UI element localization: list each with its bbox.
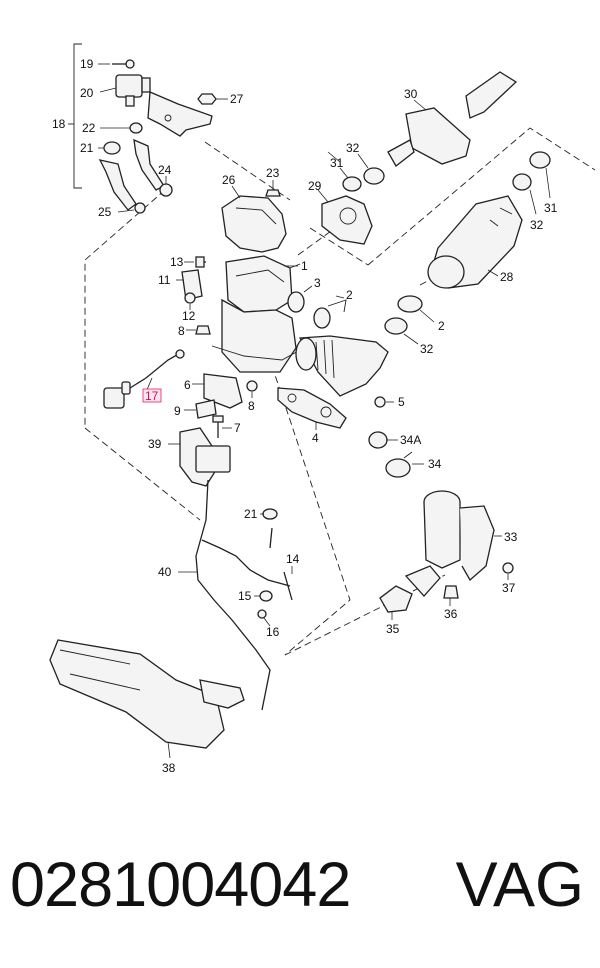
flex-pipe — [295, 335, 389, 397]
gasket-3 — [287, 285, 313, 313]
callout-31-left: 31 — [330, 156, 344, 170]
callout-38: 38 — [162, 761, 176, 775]
gasket-32-left — [357, 153, 385, 185]
brand-name: VAG — [455, 850, 584, 920]
part-number: 0281004042 — [10, 850, 351, 920]
callout-5: 5 — [398, 395, 405, 409]
bolt-5 — [374, 396, 394, 408]
callout-11: 11 — [158, 273, 171, 287]
callout-25: 25 — [98, 205, 112, 219]
callout-12: 12 — [182, 309, 196, 323]
bolt-13 — [184, 256, 206, 268]
pipe-40 — [178, 479, 291, 711]
callout-17: 17 — [145, 389, 159, 403]
callout-labels: 19 20 27 18 22 21 24 23 26 25 30 32 31 2… — [52, 57, 558, 775]
callout-20: 20 — [80, 86, 94, 100]
callout-28: 28 — [500, 270, 514, 284]
callout-37: 37 — [502, 581, 516, 595]
bolt-8-lower — [246, 380, 258, 398]
clamp-31-right — [529, 151, 551, 199]
bracket-39 — [168, 427, 231, 487]
pipe-33 — [423, 490, 502, 582]
callout-18: 18 — [52, 117, 66, 131]
bracket-18 — [68, 43, 82, 189]
gasket-32-right — [512, 173, 537, 215]
clamp-31-left — [339, 167, 362, 192]
clamp-2-upper — [313, 295, 347, 329]
callout-40: 40 — [158, 565, 172, 579]
callout-9: 9 — [174, 404, 181, 418]
bolt-19 — [98, 59, 135, 69]
nut-27 — [197, 93, 228, 105]
callout-35: 35 — [386, 622, 400, 636]
clamp-34 — [385, 451, 424, 478]
callout-16: 16 — [266, 625, 280, 639]
bolt-7 — [212, 415, 232, 438]
callout-8-lower: 8 — [248, 399, 255, 413]
callout-34: 34 — [428, 457, 442, 471]
callout-3: 3 — [314, 276, 321, 290]
gasket-34a — [368, 431, 398, 449]
callout-39: 39 — [148, 437, 162, 451]
egr-cooler-38 — [49, 639, 245, 759]
muffler-30 — [387, 71, 518, 167]
nut-16 — [257, 609, 271, 627]
callout-34a: 34A — [400, 433, 421, 447]
pipe-14 — [269, 527, 293, 601]
callout-7: 7 — [234, 421, 241, 435]
pressure-sensor-20 — [99, 74, 151, 107]
nut-8-upper — [186, 325, 211, 335]
egr-valve-29 — [317, 189, 373, 245]
nut-37 — [502, 562, 514, 580]
callout-21-upper: 21 — [80, 141, 94, 155]
callout-26: 26 — [222, 173, 236, 187]
callout-22: 22 — [82, 121, 96, 135]
bolt-9 — [184, 399, 217, 419]
callout-2-upper: 2 — [346, 288, 353, 302]
callout-4: 4 — [312, 431, 319, 445]
callout-13: 13 — [170, 255, 184, 269]
clamp-2-lower — [397, 295, 435, 323]
sensor-bracket — [147, 91, 213, 137]
callout-32-left: 32 — [346, 141, 360, 155]
callout-27: 27 — [230, 92, 244, 106]
nut-12 — [184, 292, 196, 310]
callout-15: 15 — [238, 589, 252, 603]
callout-17-highlight — [142, 388, 162, 403]
gasket-32-lower — [384, 317, 419, 345]
pipe-35 — [379, 565, 441, 620]
callout-36: 36 — [444, 607, 458, 621]
callout-2-lower: 2 — [438, 319, 445, 333]
callout-31-right: 31 — [544, 201, 558, 215]
callout-29: 29 — [308, 179, 322, 193]
temperature-sensor-17 — [103, 349, 185, 409]
flange-gasket-4 — [277, 387, 347, 430]
callout-23: 23 — [266, 166, 280, 180]
callout-32-lower: 32 — [420, 342, 434, 356]
callout-33: 33 — [504, 530, 518, 544]
leader-lines — [284, 151, 341, 267]
callout-24: 24 — [158, 163, 172, 177]
bolt-23 — [265, 180, 281, 197]
callout-32-right: 32 — [530, 218, 544, 232]
hose-assembly-18 — [98, 122, 173, 214]
clamp-15 — [254, 590, 273, 602]
bolt-36 — [443, 585, 459, 606]
diesel-particulate-filter-28 — [427, 195, 523, 289]
clamp-21-lower — [260, 508, 278, 520]
catalytic-converter-1 — [211, 255, 301, 373]
stud-11 — [176, 269, 203, 301]
footer: 0281004042 VAG — [0, 840, 600, 940]
callout-21-lower: 21 — [244, 507, 258, 521]
callout-8-upper: 8 — [178, 324, 185, 338]
callout-1: 1 — [301, 259, 308, 273]
callout-14: 14 — [286, 552, 300, 566]
callout-19: 19 — [80, 57, 94, 71]
callout-6: 6 — [184, 378, 191, 392]
callout-30: 30 — [404, 87, 418, 101]
heat-shield-26 — [221, 185, 287, 253]
